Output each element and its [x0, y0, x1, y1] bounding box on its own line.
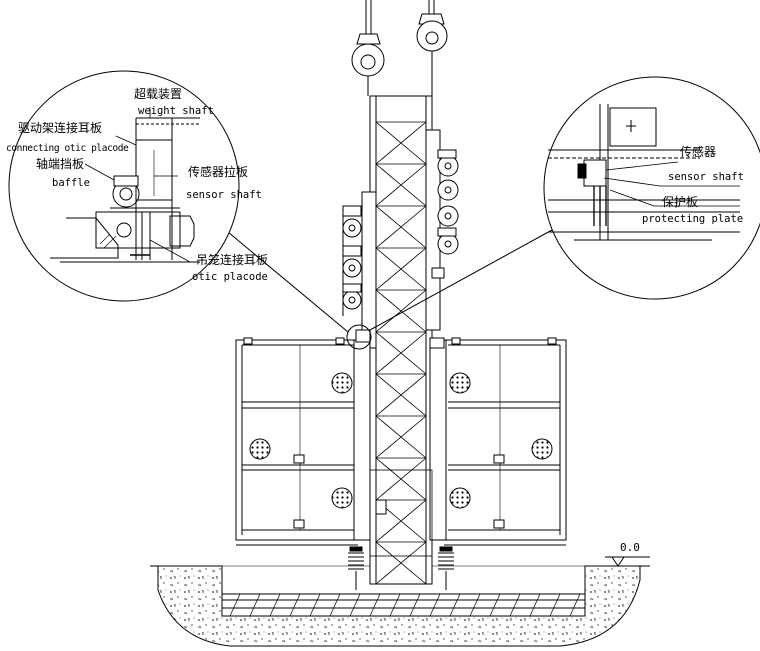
cage-guides — [353, 329, 447, 557]
label-sensor-shaft-left-en: sensor shaft — [186, 189, 262, 201]
label-connecting-plate-en: connecting otic placode — [6, 143, 129, 154]
foundation-hatch — [229, 593, 581, 617]
label-overload-device-cn: 超载装置 — [134, 87, 183, 101]
label-sensor-shaft-right-en: sensor shaft — [668, 171, 744, 183]
label-ground-level: 0.0 — [620, 541, 640, 554]
label-otic-placode-en: otic placode — [192, 271, 268, 283]
cage-right — [443, 337, 567, 546]
label-shaft-baffle-cn: 轴端挡板 — [36, 157, 85, 171]
label-drive-frame-plate-cn: 驱动架连接耳板 — [18, 121, 103, 135]
label-protecting-plate-en: protecting plate — [642, 213, 744, 225]
hook-right — [416, 0, 448, 96]
hook-left — [351, 0, 385, 96]
leader-lines-right — [603, 161, 740, 207]
leader-lines-left — [84, 107, 191, 263]
detail-circle-right — [543, 76, 760, 300]
buffer-spring-right — [438, 546, 454, 590]
label-sensor-cn: 传感器 — [680, 145, 717, 159]
label-sensor-pull-plate-cn: 传感器拉板 — [188, 165, 249, 179]
label-weight-shaft-en: weight shaft — [138, 105, 214, 117]
label-baffle-en: baffle — [52, 177, 90, 189]
detail-marker — [227, 229, 553, 350]
detail-circle-left — [8, 70, 240, 302]
drive-unit-right — [425, 129, 459, 331]
buffer-spring-left — [348, 546, 364, 590]
cage-left — [235, 337, 359, 546]
level-mark — [605, 556, 650, 567]
label-cage-plate-cn: 吊笼连接耳板 — [196, 253, 269, 267]
label-protect-plate-cn: 保护板 — [662, 195, 699, 209]
drive-unit-left — [342, 191, 377, 349]
